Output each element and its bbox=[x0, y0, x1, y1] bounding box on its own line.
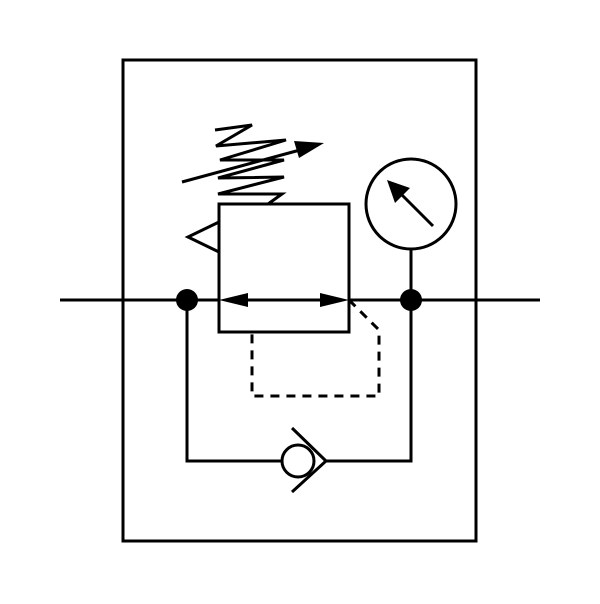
pilot-triangle bbox=[184, 220, 220, 254]
spring-adjust-arrow-line bbox=[181, 148, 301, 184]
check-valve-seat bbox=[290, 426, 329, 494]
spring-adjust-arrow-head bbox=[294, 141, 324, 158]
pressure-gauge-icon bbox=[364, 157, 458, 251]
check-valve-ball bbox=[280, 443, 316, 479]
pilot-line-dashed bbox=[250, 298, 381, 398]
valve-flow-arrow-head-right bbox=[320, 293, 349, 307]
adjustable-spring bbox=[214, 123, 287, 206]
regulator-valve-envelope bbox=[217, 202, 351, 334]
bypass-line-right bbox=[326, 300, 413, 463]
valve-flow-arrow-head-left bbox=[219, 293, 248, 307]
bypass-line bbox=[185, 300, 282, 463]
gauge-needle-line bbox=[398, 191, 435, 228]
gauge-needle-head bbox=[387, 180, 410, 203]
